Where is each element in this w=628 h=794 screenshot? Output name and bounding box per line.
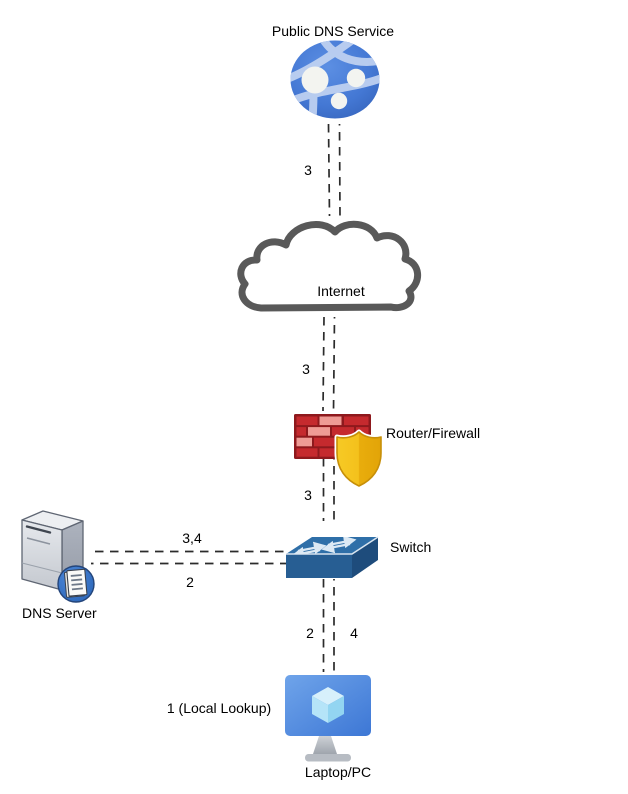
router-firewall-label: Router/Firewall (386, 425, 481, 441)
public-dns-label: Public DNS Service (271, 23, 395, 39)
internet-label: Internet (317, 283, 365, 299)
dns-badge-icon (57, 565, 95, 603)
shield-icon (334, 429, 384, 489)
firewall-brick-shield-icon (294, 414, 384, 489)
edge-label-switch-laptop-right: 4 (350, 625, 358, 641)
edge-label-local-lookup: 1 (Local Lookup) (166, 700, 272, 716)
dns-server-label: DNS Server (22, 605, 97, 621)
switch-label: Switch (390, 539, 432, 555)
laptop-pc-label: Laptop/PC (304, 764, 372, 780)
network-switch-icon (286, 536, 379, 578)
cloud-icon (237, 220, 421, 312)
cube-glyph (312, 687, 344, 723)
server-tower-icon (21, 510, 95, 603)
edge-label-switch-laptop-left: 2 (306, 625, 314, 641)
edge-label-dns-internet: 3 (304, 162, 312, 178)
edge-label-internet-firewall: 3 (302, 361, 310, 377)
globe-network-icon (290, 40, 380, 119)
monitor-cube-icon (285, 675, 371, 762)
edge-label-firewall-switch: 3 (304, 487, 312, 503)
edge-label-server-switch-lower: 2 (186, 574, 194, 590)
edge-label-server-switch-upper: 3,4 (182, 530, 202, 546)
